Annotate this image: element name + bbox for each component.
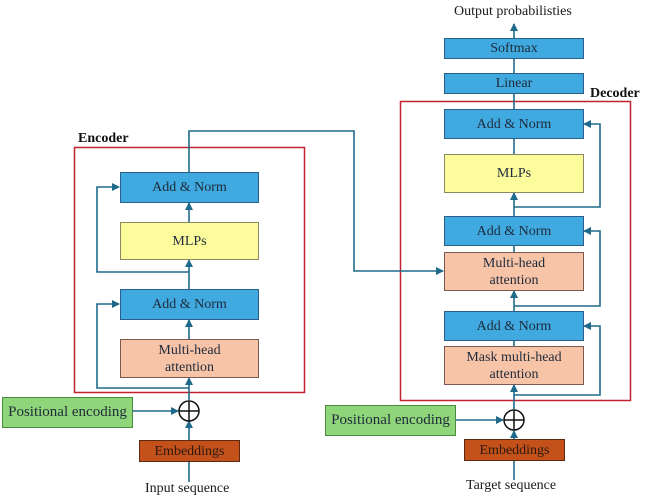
encoder-mlps: MLPs bbox=[120, 222, 259, 260]
dec-residual-2 bbox=[514, 227, 601, 307]
encoder-positional-encoding: Positional encoding bbox=[2, 397, 133, 428]
encoder-embeddings: Embeddings bbox=[139, 440, 240, 462]
decoder-multi-head-attention: Multi-head attention bbox=[444, 252, 584, 291]
decoder-positional-encoding: Positional encoding bbox=[325, 405, 456, 436]
encoder-input-label: Input sequence bbox=[145, 481, 230, 496]
decoder-add-norm-top: Add & Norm bbox=[444, 109, 584, 139]
enc-to-dec-connector bbox=[188, 130, 444, 275]
dec-sum-icon bbox=[503, 409, 525, 431]
decoder-embeddings: Embeddings bbox=[464, 439, 565, 461]
decoder-input-label: Target sequence bbox=[466, 478, 557, 493]
decoder-linear: Linear bbox=[444, 73, 584, 94]
decoder-mask-multi-head-attention: Mask multi-head attention bbox=[444, 346, 584, 385]
dec-residual-1 bbox=[514, 322, 601, 396]
decoder-mlps: MLPs bbox=[444, 154, 584, 193]
decoder-add-norm-mid: Add & Norm bbox=[444, 216, 584, 246]
enc-sum-icon bbox=[178, 400, 200, 422]
encoder-add-norm-bottom: Add & Norm bbox=[120, 289, 259, 320]
enc-residual-1 bbox=[96, 300, 189, 389]
decoder-output-label: Output probabilisties bbox=[454, 4, 572, 19]
decoder-add-norm-bottom: Add & Norm bbox=[444, 311, 584, 341]
encoder-add-norm-top: Add & Norm bbox=[120, 172, 259, 203]
decoder-softmax: Softmax bbox=[444, 38, 584, 59]
encoder-multi-head-attention: Multi-head attention bbox=[120, 339, 259, 378]
encoder-title: Encoder bbox=[78, 131, 129, 146]
decoder-frame bbox=[399, 100, 632, 402]
dec-residual-3 bbox=[514, 120, 601, 208]
decoder-title: Decoder bbox=[590, 86, 640, 101]
enc-residual-2 bbox=[96, 183, 189, 273]
